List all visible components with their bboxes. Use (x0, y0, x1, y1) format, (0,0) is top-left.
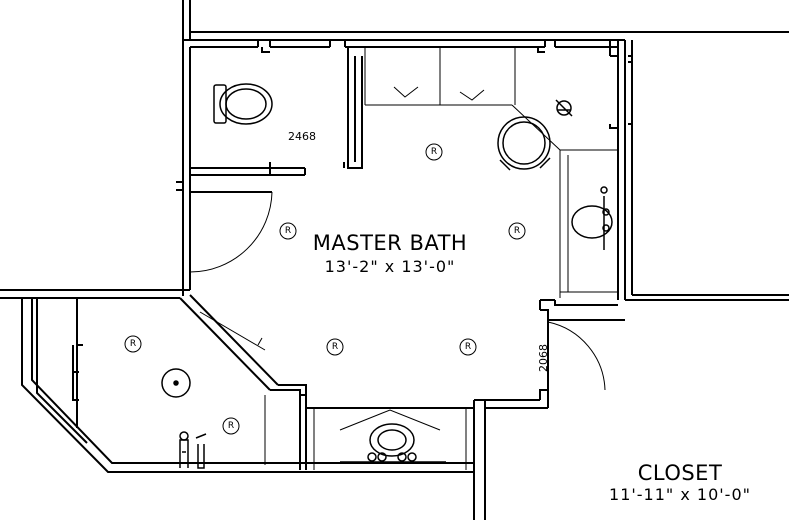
fixtures (161, 83, 613, 469)
fixture-tags: R R R R R R R (124, 143, 526, 435)
closet-dimensions: 11'-11" x 10'-0" (609, 485, 751, 504)
svg-text:R: R (332, 342, 338, 352)
svg-text:R: R (514, 226, 520, 236)
closet-door-swing (547, 321, 606, 391)
toilet-icon (213, 83, 273, 125)
fixture-tag: R (279, 222, 297, 240)
ceiling-vent-icon (555, 99, 573, 117)
fixture-tag: R (508, 222, 526, 240)
hall-door-swing (189, 191, 273, 273)
fixture-tag: R (222, 417, 240, 435)
doors (189, 191, 606, 396)
right-sink-icon (571, 186, 613, 250)
toilet-door-tag: 2468 (288, 130, 316, 143)
svg-text:R: R (130, 339, 136, 349)
fixture-tag: R (459, 338, 477, 356)
round-tub-icon (497, 116, 551, 171)
svg-text:R: R (228, 421, 234, 431)
shower-valve-icon (179, 431, 207, 469)
svg-text:R: R (431, 147, 437, 157)
master-bath-title: MASTER BATH (313, 231, 467, 255)
svg-text:R: R (285, 226, 291, 236)
fixture-tag: R (326, 338, 344, 356)
master-bath-dimensions: 13'-2" x 13'-0" (325, 257, 456, 276)
fixture-tag: R (124, 335, 142, 353)
fixture-tag: R (425, 143, 443, 161)
cabinetry-lines (199, 47, 618, 470)
closet-door-tag: 2068 (537, 344, 550, 372)
svg-text:R: R (465, 342, 471, 352)
drain-icon (161, 368, 191, 398)
bottom-sink-icon (340, 423, 446, 463)
closet-title: CLOSET (638, 461, 723, 485)
